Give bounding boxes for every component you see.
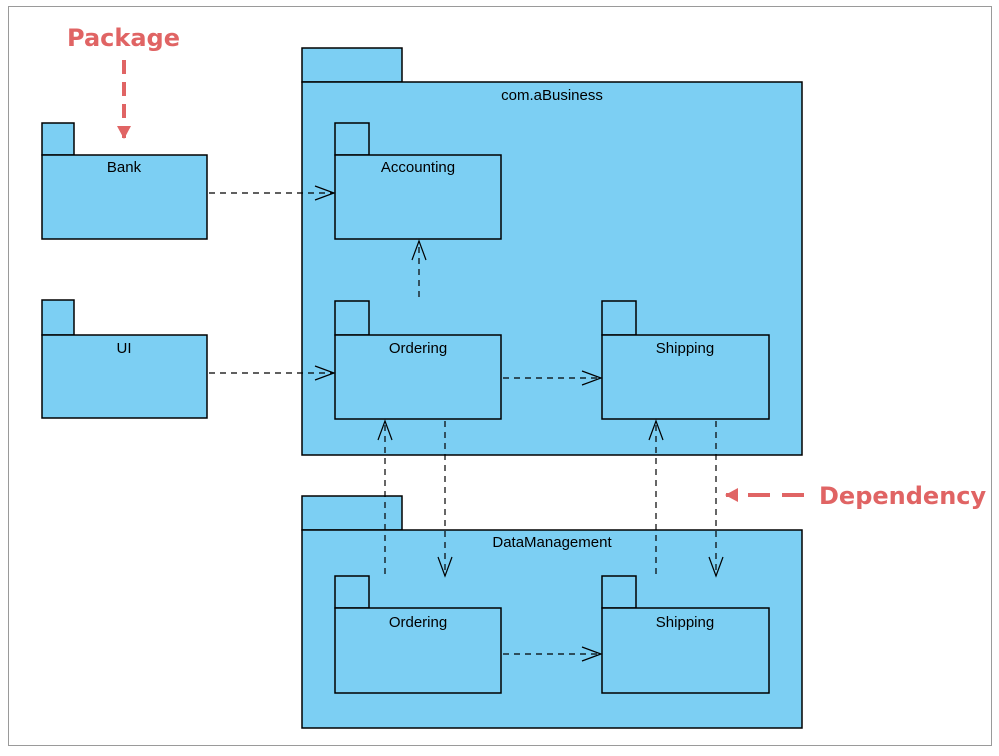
package-label-dm-ordering: Ordering xyxy=(389,614,447,631)
package-label-com-abusiness: com.aBusiness xyxy=(501,87,603,104)
package-label-ordering: Ordering xyxy=(389,340,447,357)
package-label-dm-shipping: Shipping xyxy=(656,614,714,631)
package-shipping[interactable]: Shipping xyxy=(601,300,770,420)
package-bank[interactable]: Bank xyxy=(41,122,208,240)
annotation-package: Package xyxy=(67,24,180,52)
package-accounting[interactable]: Accounting xyxy=(334,122,502,240)
package-dm-shipping[interactable]: Shipping xyxy=(601,575,770,694)
package-ui[interactable]: UI xyxy=(41,299,208,419)
annotation-dependency: Dependency xyxy=(819,482,987,510)
package-label-bank: Bank xyxy=(107,159,142,176)
package-label-data-management: DataManagement xyxy=(492,534,612,551)
diagram-frame xyxy=(8,6,992,746)
package-ordering[interactable]: Ordering xyxy=(334,300,502,420)
package-label-shipping: Shipping xyxy=(656,340,714,357)
package-label-accounting: Accounting xyxy=(381,159,455,176)
package-label-ui: UI xyxy=(117,340,132,357)
package-dm-ordering[interactable]: Ordering xyxy=(334,575,502,694)
